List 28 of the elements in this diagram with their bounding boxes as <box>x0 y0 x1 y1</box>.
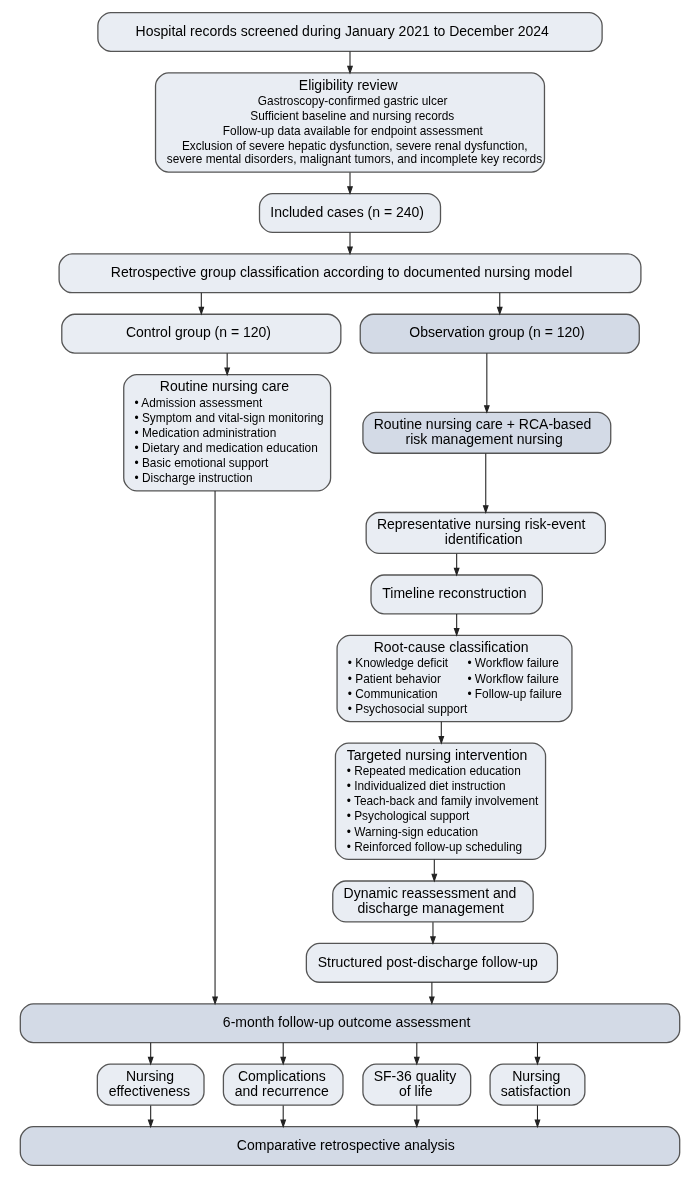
node-box: Routine nursing care • Admission assessment • Symptom and vital-sign monitoring • Medication administration • Dietary and medication education • Basic emotional support • Discharge instruction <box>123 373 332 492</box>
node-box: Routine nursing care + RCA-based risk management nursing <box>362 411 612 454</box>
node-box: Eligibility review Gastroscopy-confirmed gastric ulcer Sufficient baseline and nursing records Follow-up data available for endpoint assessment Exclusion of severe hepatic dysfunction, severe renal dysfunction, severe mental disorders, malignant tumors, and incomplete key records <box>154 72 546 173</box>
node-box: Comparative retrospective analysis <box>19 1126 681 1167</box>
node-box: Nursing effectiveness <box>96 1063 205 1106</box>
arrow <box>482 453 489 514</box>
node-box: Retrospective group classification according to documented nursing model <box>58 253 642 294</box>
node-box: Timeline reconstruction <box>370 574 543 615</box>
node-box: Control group (n = 120) <box>61 313 342 354</box>
arrow <box>346 51 354 75</box>
arrow <box>483 352 490 414</box>
node-box: Hospital records screened during January 2021 to December 2024 <box>97 11 603 52</box>
node-box: 6-month follow-up outcome assessment <box>19 1003 681 1044</box>
node-box: Structured post-discharge follow-up <box>305 942 559 983</box>
node-box: Targeted nursing intervention • Repeated medication education • Individualized diet instruction • Teach-back and family involvement • Psychological support • Warning-sign education • Reinforced follow-up scheduling <box>334 742 547 861</box>
node-box: Included cases (n = 240) <box>258 192 442 233</box>
node-box: SF-36 quality of life <box>362 1063 472 1106</box>
node-box: Nursing satisfaction <box>489 1063 586 1106</box>
arrow <box>428 981 435 1006</box>
arrow <box>346 171 354 195</box>
node-box: Complications and recurrence <box>222 1063 344 1106</box>
node-box: Root-cause classification • Knowledge deficit • Workflow failure • Patient behavior • Workflow failure • Communication • Follow-up failure • Psychosocial support <box>336 634 573 723</box>
node-box: Representative nursing risk-event identification <box>365 511 606 555</box>
node-box: Dynamic reassessment and discharge management <box>332 880 534 923</box>
arrow <box>212 490 219 1006</box>
node-box: Observation group (n = 120) <box>359 313 640 354</box>
arrow <box>429 921 436 945</box>
arrow <box>346 231 354 256</box>
